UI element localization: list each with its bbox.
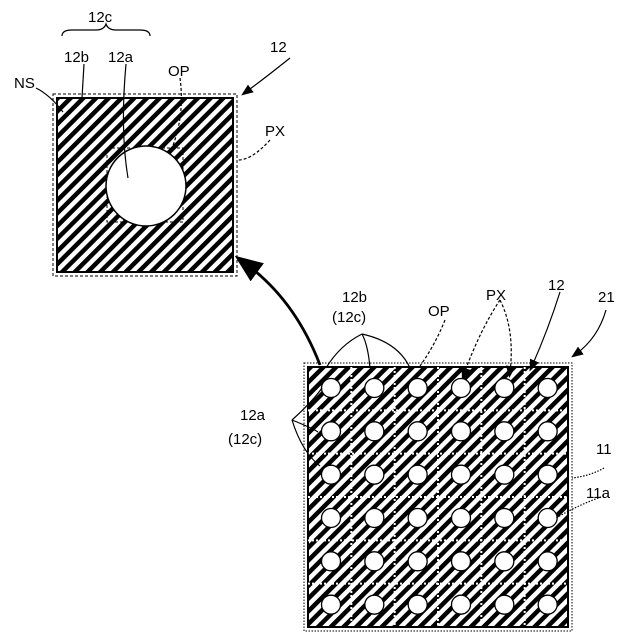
opening-12a	[322, 552, 341, 571]
opening-12a	[495, 595, 514, 614]
opening-12a	[365, 465, 384, 484]
leader-px-grid-2	[500, 300, 511, 372]
opening-12a	[495, 422, 514, 441]
opening-12a	[322, 509, 341, 528]
leader-px-top	[238, 140, 270, 160]
arrow-12-top	[246, 58, 290, 92]
opening-12a	[495, 379, 514, 398]
arrow-12-grid	[532, 292, 560, 366]
opening-12a	[452, 509, 471, 528]
leader-12b-2	[362, 334, 370, 368]
label-op-top: OP	[168, 63, 190, 80]
label-21: 21	[598, 289, 615, 306]
opening-12a	[408, 595, 427, 614]
opening-12a	[408, 509, 427, 528]
label-12a-grid: 12a	[240, 407, 266, 424]
opening-12a	[538, 422, 557, 441]
label-12c-paren-grid: (12c)	[332, 309, 366, 326]
opening-circle	[106, 146, 186, 226]
label-11: 11	[596, 441, 612, 458]
label-px-grid: PX	[486, 287, 506, 304]
opening-12a	[452, 465, 471, 484]
label-12b-grid: 12b	[342, 289, 367, 306]
label-12-top: 12	[270, 39, 287, 56]
opening-12a	[365, 552, 384, 571]
label-12c-paren-grid-2: (12c)	[228, 431, 262, 448]
opening-12a	[365, 595, 384, 614]
opening-12a	[322, 379, 341, 398]
opening-12a	[538, 595, 557, 614]
label-12a-top: 12a	[108, 49, 134, 66]
opening-12a	[538, 465, 557, 484]
opening-12a	[538, 509, 557, 528]
opening-12a	[408, 422, 427, 441]
leader-op-grid	[420, 320, 445, 366]
label-11a: 11a	[586, 485, 611, 502]
arrow-21	[576, 310, 606, 354]
opening-12a	[408, 379, 427, 398]
label-12-grid: 12	[548, 277, 565, 294]
opening-12a	[452, 552, 471, 571]
opening-12a	[365, 379, 384, 398]
opening-12a	[322, 422, 341, 441]
opening-12a	[365, 509, 384, 528]
label-px-top: PX	[265, 123, 285, 140]
opening-12a	[408, 465, 427, 484]
label-op-grid: OP	[428, 303, 450, 320]
label-12c-top: 12c	[88, 9, 113, 26]
single-pixel-detail	[53, 94, 237, 276]
leader-11	[572, 468, 604, 478]
opening-12a	[452, 595, 471, 614]
opening-12a	[495, 509, 514, 528]
opening-12a	[452, 422, 471, 441]
opening-12a	[452, 379, 471, 398]
opening-12a	[495, 465, 514, 484]
opening-12a	[365, 422, 384, 441]
pixel-array	[304, 363, 572, 631]
label-ns: NS	[14, 75, 35, 92]
opening-12a	[322, 595, 341, 614]
opening-12a	[495, 552, 514, 571]
leader-12b	[82, 64, 84, 98]
curved-arrow	[246, 264, 320, 365]
opening-12a	[322, 465, 341, 484]
opening-12a	[408, 552, 427, 571]
opening-12a	[538, 379, 557, 398]
label-12b-top: 12b	[64, 49, 89, 66]
opening-12a	[538, 552, 557, 571]
